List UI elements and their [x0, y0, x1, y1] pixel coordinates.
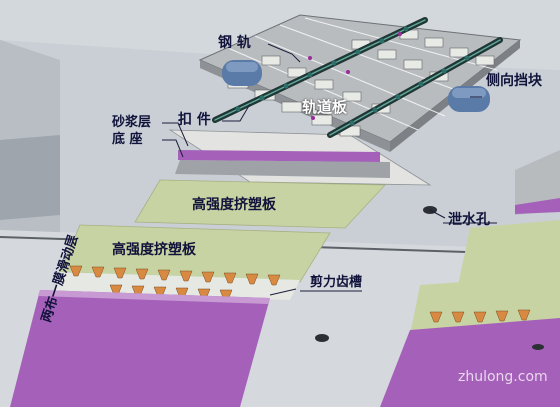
right-sliding-layer: [380, 318, 560, 407]
drain-hole-right: [532, 344, 544, 350]
slab-marks: [308, 32, 402, 120]
mortar-purple-strip: [178, 150, 380, 162]
sliding-layer-edge: [38, 290, 270, 304]
left-shoulder: [0, 135, 60, 220]
label-xps-board-upper: 高强度挤塑板: [192, 197, 276, 213]
xps-board-lower: [59, 224, 331, 283]
label-mortar-layer: 砂浆层: [112, 115, 152, 130]
label-shear-groove: 剪力齿槽: [310, 275, 363, 290]
label-side-block: 侧向挡块: [486, 73, 542, 89]
right-slab-edge: [515, 150, 560, 215]
side-block-right: [448, 86, 490, 112]
sliding-layer: [10, 290, 270, 407]
drain-hole-lower: [315, 334, 329, 342]
rail-clips: [235, 26, 470, 126]
label-base: 底 座: [112, 132, 143, 147]
right-shear-groove: [429, 309, 531, 323]
base-front-face: [175, 160, 390, 178]
label-fastener: 扣 件: [178, 112, 211, 128]
label-track-slab: 轨道板: [302, 98, 348, 116]
xps-board-upper: [134, 179, 386, 229]
rails: [212, 17, 503, 138]
label-drain-hole: 泄水孔: [448, 212, 490, 228]
right-slab-purple: [515, 198, 560, 214]
watermark-text: zhulong.com: [458, 369, 548, 385]
label-rail: 钢 轨: [218, 35, 251, 51]
label-xps-board-lower: 高强度挤塑板: [112, 242, 196, 258]
side-block-left: [222, 60, 262, 86]
leader-lines: [162, 43, 497, 296]
